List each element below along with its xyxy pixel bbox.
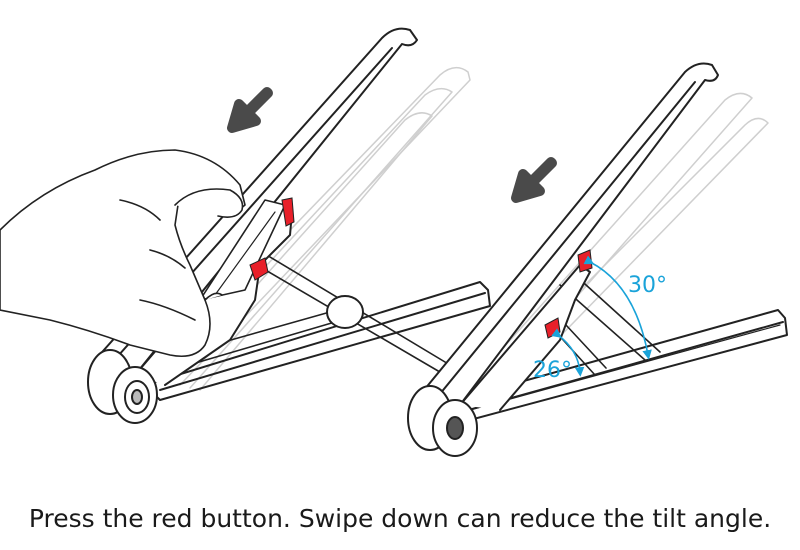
right-stand: [407, 62, 788, 457]
right-ghost-panels: [469, 92, 769, 399]
stand-diagram: 30° 26°: [0, 27, 788, 457]
left-red-button-lower: [249, 257, 269, 281]
left-ghost-panels: [149, 66, 471, 391]
arrow-down-left-icon: [227, 87, 273, 133]
left-red-button-upper: [281, 197, 295, 227]
right-red-button-upper: [577, 249, 593, 273]
angle-label-upper: 30°: [628, 273, 667, 298]
hand-illustration: [0, 149, 246, 358]
angle-arc-lower: [551, 328, 585, 377]
left-hinge-knob: [326, 295, 364, 329]
right-main-panel: [419, 62, 719, 406]
angle-arc-upper: [583, 255, 652, 360]
angle-label-lower: 26°: [533, 358, 572, 383]
caption: Press the red button. Swipe down can red…: [28, 504, 772, 533]
arrow-down-left-icon: [511, 157, 557, 203]
